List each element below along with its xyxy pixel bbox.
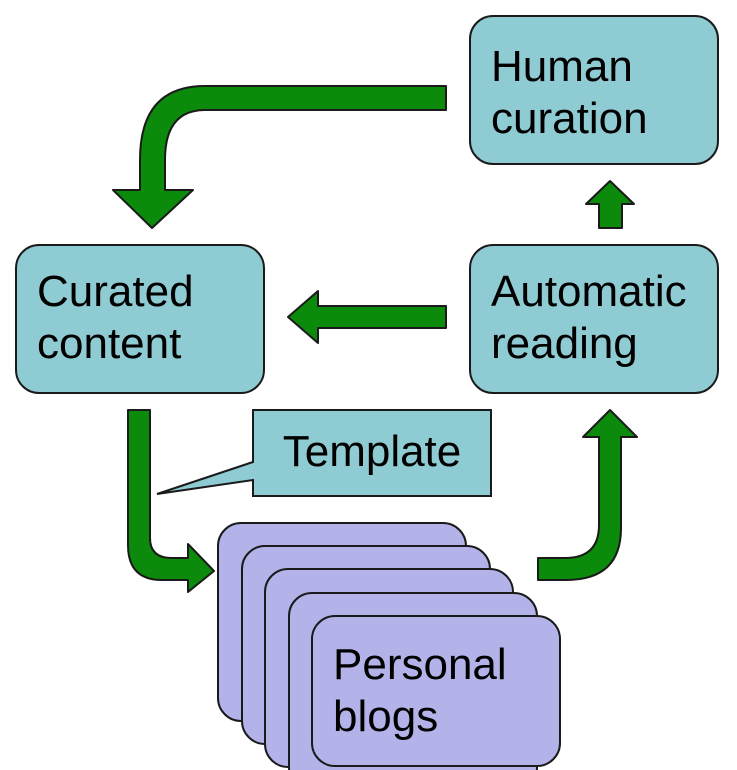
node-personal-blogs: Personal blogs [311,615,561,767]
arrow-automatic-to-human [585,180,635,229]
node-human-curation-line1: Human [491,42,633,91]
arrow-human-to-curated [112,85,447,229]
node-curated-content: Curated content [15,244,265,394]
template-callout-label: Template [282,427,462,476]
node-automatic-reading-line1: Automatic [491,267,687,316]
node-automatic-reading: Automatic reading [469,244,719,394]
node-curated-content-line2: content [37,319,182,368]
node-personal-blogs-line2: blogs [333,692,439,741]
node-human-curation: Human curation [469,15,719,165]
arrow-curated-to-blogs [127,409,215,593]
arrow-automatic-to-curated [287,290,447,344]
node-personal-blogs-line1: Personal [333,640,507,689]
arrow-blogs-to-automatic [537,409,638,581]
node-curated-content-line1: Curated [37,267,194,316]
node-automatic-reading-line2: reading [491,319,638,368]
node-human-curation-line2: curation [491,94,648,143]
template-callout-shape [156,409,492,497]
